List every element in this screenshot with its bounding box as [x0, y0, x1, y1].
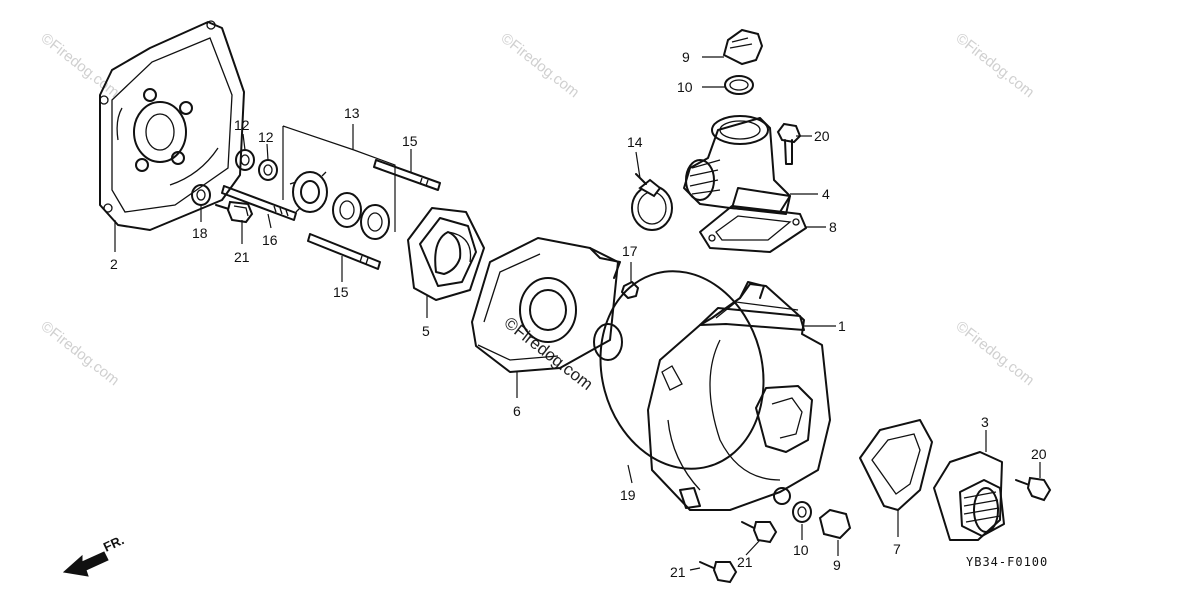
part-7-gasket: [859, 419, 933, 511]
part-6-volute-case: [471, 237, 621, 373]
part-8-gasket: [699, 205, 807, 253]
part-21-bolt-bottom-a: [741, 521, 778, 544]
callout-17: 17: [622, 243, 638, 259]
callout-8: 8: [829, 219, 837, 235]
callout-21-mid: 21: [737, 554, 753, 570]
part-20-bolt-top: [776, 122, 802, 165]
part-18-washer: [191, 184, 211, 206]
watermark-top-left: ©Firedog.com: [38, 30, 123, 102]
part-10-washer-bottom: [792, 501, 812, 523]
callout-10-bottom: 10: [793, 542, 809, 558]
callout-1: 1: [838, 318, 846, 334]
callout-20-top: 20: [814, 128, 830, 144]
callout-4: 4: [822, 186, 830, 202]
callout-12-a: 12: [234, 117, 250, 133]
part-6-oring-small: [593, 323, 623, 361]
front-arrow-icon: [62, 551, 109, 577]
part-21-bolt-bottom-b: [699, 561, 738, 584]
watermark-bottom-right: ©Firedog.com: [953, 318, 1038, 390]
part-5-impeller: [407, 207, 485, 301]
watermark-center: ©Firedog.com: [501, 313, 597, 394]
part-14-hose-clamp: [631, 173, 673, 231]
part-15-stud-lower: [307, 233, 381, 270]
callout-16: 16: [262, 232, 278, 248]
part-10-washer-top: [724, 75, 754, 95]
leader-lines: [114, 56, 1041, 571]
diagram-code: YB34-F0100: [966, 555, 1048, 569]
callout-20-bottom: 20: [1031, 446, 1047, 462]
front-label: FR.: [101, 532, 126, 554]
callout-18: 18: [192, 225, 208, 241]
part-2-rear-cover: [99, 20, 245, 231]
callout-21-bottom: 21: [670, 564, 686, 580]
callout-12-b: 12: [258, 129, 274, 145]
part-17-nut: [621, 281, 639, 299]
callout-13: 13: [344, 105, 360, 121]
callout-14: 14: [627, 134, 643, 150]
part-19-o-ring: [599, 270, 765, 470]
part-1-pump-casing: [647, 281, 831, 511]
watermark-top-right: ©Firedog.com: [953, 30, 1038, 102]
callout-7: 7: [893, 541, 901, 557]
callout-3: 3: [981, 414, 989, 430]
part-16-stud: [221, 185, 297, 221]
callout-19: 19: [620, 487, 636, 503]
part-21-bolt-left: [215, 200, 254, 224]
front-arrow: FR.: [62, 532, 126, 577]
watermark-top-center: ©Firedog.com: [498, 30, 583, 102]
part-3-cover: [933, 451, 1005, 541]
part-13-mechanical-seal: [282, 125, 396, 240]
watermark-bottom-left: ©Firedog.com: [38, 318, 123, 390]
callout-15-lower: 15: [333, 284, 349, 300]
callout-21-left: 21: [234, 249, 250, 265]
part-9-cap-top: [722, 28, 764, 66]
part-15-stud-upper: [373, 159, 441, 191]
callouts: 2 18 21 12 12 13 15 16 15 5 6 17 14 9 10…: [110, 49, 1047, 580]
callout-6: 6: [513, 403, 521, 419]
part-12-oil-seals: [235, 149, 278, 181]
callout-9-bottom: 9: [833, 557, 841, 573]
callout-15-upper: 15: [402, 133, 418, 149]
part-20-bolt-bottom: [1015, 476, 1052, 502]
part-4-elbow: [683, 115, 791, 215]
callout-2: 2: [110, 256, 118, 272]
callout-5: 5: [422, 323, 430, 339]
callout-9-top: 9: [682, 49, 690, 65]
part-9-plug-bottom: [818, 508, 852, 540]
callout-10-top: 10: [677, 79, 693, 95]
